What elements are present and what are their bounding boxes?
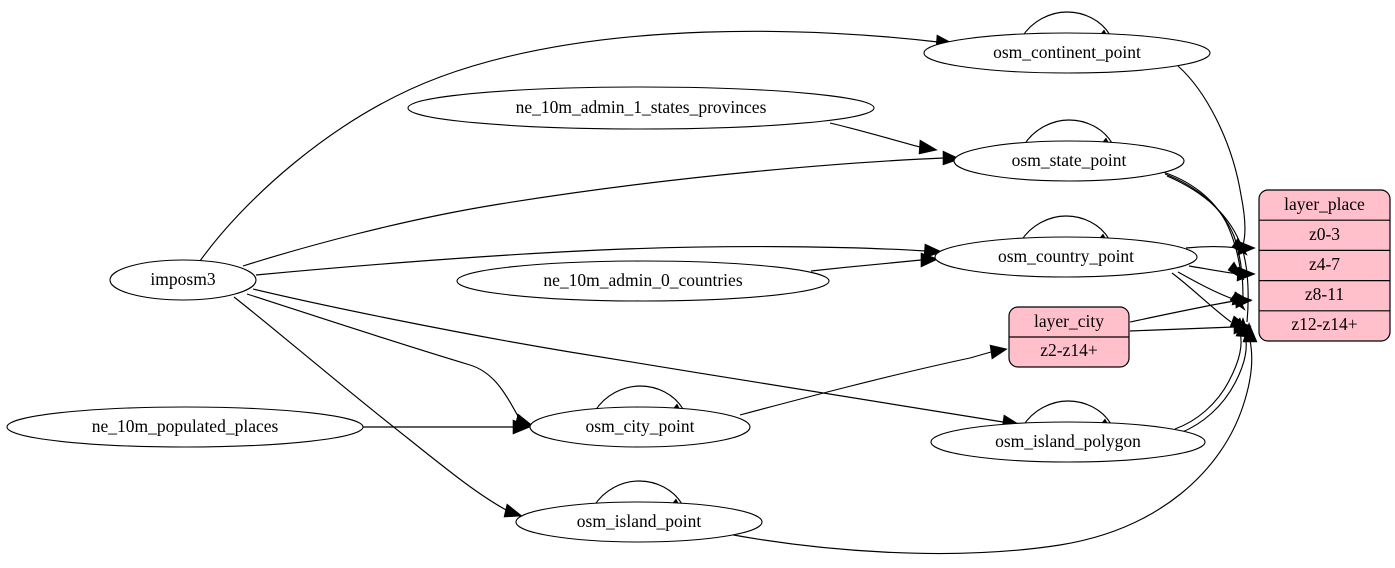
record-row-layer_city-title: layer_city [1034,311,1104,331]
edge-imposm3-to-osm_city_point [246,293,534,427]
node-label-imposm3: imposm3 [150,269,215,289]
edge-layer [199,11,1258,555]
edge-osm_state_point-to-layer_place-z8_11 [1164,173,1246,311]
record-row-layer_place-z12-z14plus[interactable]: z12-z14+ [1291,314,1357,334]
node-label-ne_10m_admin_1_states_provinces: ne_10m_admin_1_states_provinces [516,97,767,117]
record-layer: layer_place z0-3 z4-7 z8-11 z12-z14+ lay… [1008,189,1391,368]
edge-osm_country_point-to-layer_place-z4_7 [1188,265,1256,282]
edge-osm_island_point-to-layer_place-z12 [727,322,1258,555]
edge-imposm3-to-osm_continent_point [199,30,955,262]
edge-imposm3-to-osm_country_point [255,243,943,276]
record-node-layer_city[interactable]: layer_city z2-z14+ [1008,306,1130,368]
edge-osm_island_polygon-to-layer_place-z12 [1174,317,1251,434]
edge-imposm3-to-osm_state_point [242,150,961,267]
node-label-osm_island_polygon: osm_island_polygon [995,431,1141,451]
node-label-ne_10m_populated_places: ne_10m_populated_places [92,416,279,436]
edge-ne_10m_admin_1_states_provinces-to-osm_state_point [829,122,938,155]
node-ne_10m_admin_0_countries[interactable]: ne_10m_admin_0_countries [456,260,830,302]
node-layer: imposm3 ne_10m_populated_places ne_10m_a… [6,32,1211,543]
edge-osm_continent_point-to-layer_place-z0_3 [1177,65,1248,256]
edge-imposm3-to-osm_island_point [233,296,523,518]
node-osm_state_point[interactable]: osm_state_point [953,140,1185,182]
node-label-osm_state_point: osm_state_point [1012,150,1127,170]
node-osm_island_polygon[interactable]: osm_island_polygon [930,421,1206,463]
node-label-osm_continent_point: osm_continent_point [993,42,1141,62]
edge-osm_city_point-to-layer_city-z2 [739,344,1008,416]
node-imposm3[interactable]: imposm3 [109,259,257,301]
node-ne_10m_populated_places[interactable]: ne_10m_populated_places [6,406,364,448]
edge-osm_country_point-to-layer_place-z0_3 [1185,240,1256,256]
record-node-layer_place[interactable]: layer_place z0-3 z4-7 z8-11 z12-z14+ [1258,189,1391,342]
record-row-layer_place-title: layer_place [1284,194,1365,214]
node-osm_country_point[interactable]: osm_country_point [934,236,1198,278]
node-osm_city_point[interactable]: osm_city_point [529,406,751,448]
node-label-ne_10m_admin_0_countries: ne_10m_admin_0_countries [543,270,742,290]
node-ne_10m_admin_1_states_provinces[interactable]: ne_10m_admin_1_states_provinces [407,86,875,130]
node-label-osm_island_point: osm_island_point [577,511,702,531]
record-row-layer_city-z2-z14plus[interactable]: z2-z14+ [1040,340,1098,360]
edge-layer_city-to-layer_place-z8_11 [1129,293,1253,323]
record-row-layer_place-z4-7[interactable]: z4-7 [1309,254,1340,274]
record-row-layer_place-z8-11[interactable]: z8-11 [1305,284,1344,304]
record-row-layer_place-z0-3[interactable]: z0-3 [1309,224,1340,244]
node-label-osm_city_point: osm_city_point [586,416,695,436]
edge-ne_10m_populated_places-to-osm_city_point [363,419,531,435]
node-label-osm_country_point: osm_country_point [998,246,1134,266]
edge-ne_10m_admin_0_countries-to-osm_country_point [810,252,939,272]
node-osm_continent_point[interactable]: osm_continent_point [923,32,1211,74]
node-osm_island_point[interactable]: osm_island_point [515,501,763,543]
